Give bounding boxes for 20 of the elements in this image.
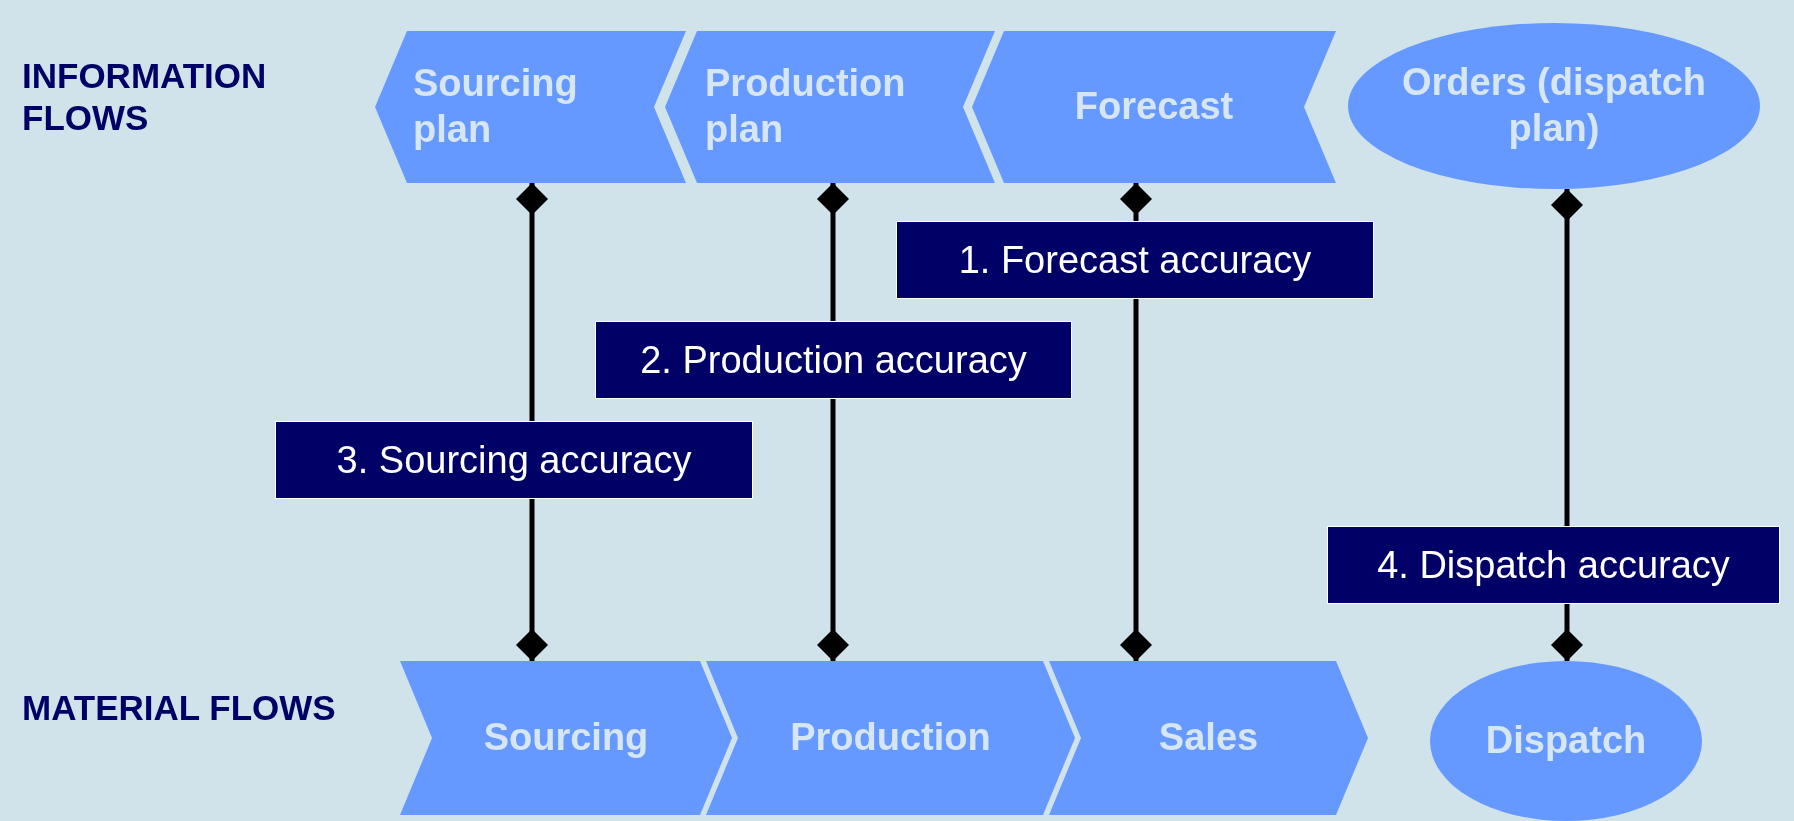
chevron-node [1049, 661, 1368, 815]
edge-label: 4. Dispatch accuracy [1327, 526, 1780, 604]
node-label: Dispatch [1485, 718, 1647, 764]
edge-label: 3. Sourcing accuracy [275, 421, 753, 499]
flow-heading: MATERIAL FLOWS [22, 687, 337, 729]
chevron-node [375, 31, 686, 183]
chevron-node [706, 661, 1075, 815]
edge-label: 1. Forecast accuracy [896, 221, 1374, 299]
chevron-node [400, 661, 732, 815]
node-label: Sourcing plan [413, 61, 579, 152]
node-label: Sales [1158, 715, 1259, 761]
edge-label: 2. Production accuracy [595, 321, 1072, 399]
node-label: Forecast [1074, 84, 1234, 130]
chevron-node [972, 31, 1336, 183]
chevron-node [665, 31, 995, 183]
node-label: Production plan [705, 61, 907, 152]
node-label: Production [790, 715, 991, 761]
flow-heading: INFORMATION FLOWS [22, 55, 268, 139]
node-label: Sourcing [483, 715, 649, 761]
node-label: Orders (dispatch plan) [1400, 60, 1708, 151]
